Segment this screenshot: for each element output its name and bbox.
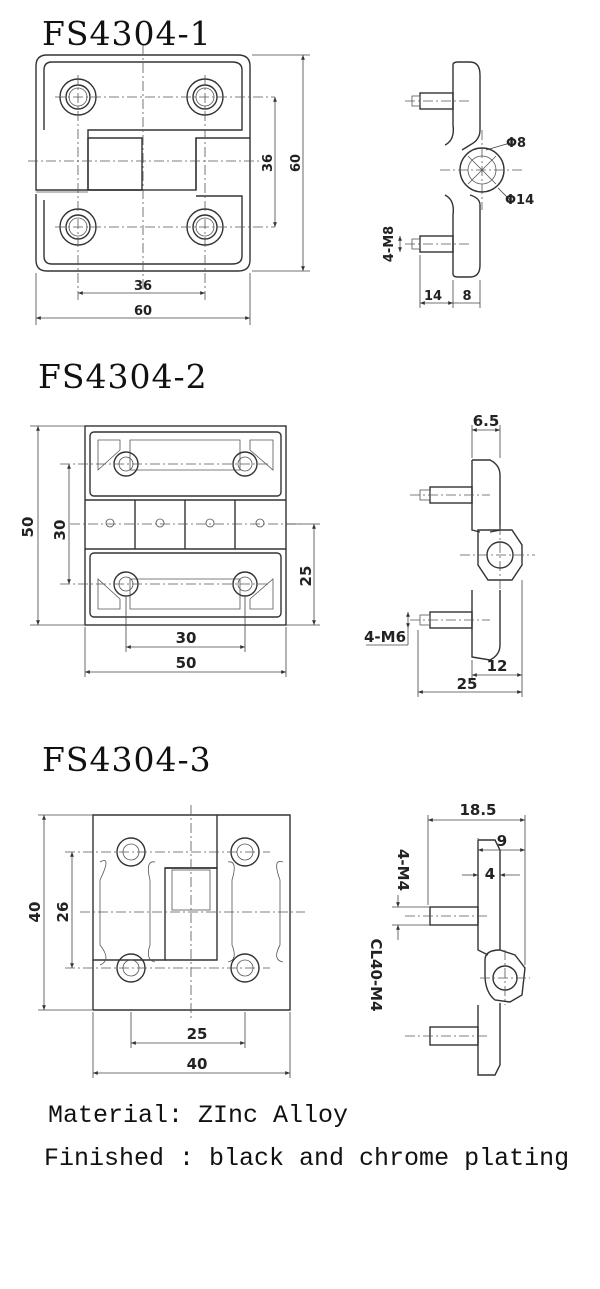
dim-1-width-total: 60 xyxy=(134,304,152,319)
section-3-title: FS4304-3 xyxy=(42,740,212,779)
dim-3-thread: 4-M4 xyxy=(394,849,412,891)
hinge-2-side-view xyxy=(410,459,535,661)
hinge-3-side-view xyxy=(405,839,530,1076)
hinge-3-front-dimensions xyxy=(38,814,291,1078)
hinge-3-front-view xyxy=(65,805,305,1020)
finish-note: Finished : black and chrome plating xyxy=(44,1144,570,1173)
dim-3-width-total: 40 xyxy=(187,1055,208,1073)
dim-1-width-holes: 36 xyxy=(134,279,152,294)
hinge-2-front-dimensions xyxy=(30,425,320,677)
dim-2-width-total: 50 xyxy=(176,654,197,672)
dim-3-top-b: 9 xyxy=(497,832,507,850)
hinge-3-side-dimensions xyxy=(392,815,526,965)
dim-1-height-holes: 36 xyxy=(261,154,276,172)
dim-3-height-total: 40 xyxy=(26,902,44,923)
dim-1-thread: 4-M8 xyxy=(382,226,397,262)
dim-2-thread: 4-M6 xyxy=(364,628,406,646)
dim-2-height-holes: 30 xyxy=(51,520,69,541)
dim-2-height-total: 50 xyxy=(19,517,37,538)
material-note: Material: ZInc Alloy xyxy=(48,1101,349,1130)
section-2-title: FS4304-2 xyxy=(38,357,208,396)
dim-3-width-holes: 25 xyxy=(187,1025,208,1043)
hinge-1-front-view xyxy=(28,45,275,300)
dim-2-width-holes: 30 xyxy=(176,629,197,647)
section-1-title: FS4304-1 xyxy=(42,14,212,53)
hinge-2-side-dimensions xyxy=(366,425,523,697)
dim-2-depth-a: 12 xyxy=(487,657,508,675)
hinge-2-front-view xyxy=(60,425,300,626)
dim-3-top-c: 4 xyxy=(485,865,495,883)
hinge-1-front-dimensions xyxy=(35,54,310,325)
dim-1-depth-a: 14 xyxy=(424,289,442,304)
dim-1-depth-b: 8 xyxy=(462,289,471,304)
dim-2-depth-b: 25 xyxy=(457,675,478,693)
dim-1-knuckle-dia: Φ14 xyxy=(505,193,534,208)
hinge-1-side-dimensions xyxy=(398,142,511,308)
dim-1-height-total: 60 xyxy=(289,154,304,172)
dim-2-top: 6.5 xyxy=(473,412,500,430)
dim-3-center: CL40-M4 xyxy=(367,938,385,1011)
dim-3-height-holes: 26 xyxy=(54,902,72,923)
dim-2-offset: 25 xyxy=(297,566,315,587)
hinge-1-side-view xyxy=(405,61,525,278)
dim-1-pin-dia: Φ8 xyxy=(506,136,526,151)
dim-3-top-a: 18.5 xyxy=(459,801,496,819)
